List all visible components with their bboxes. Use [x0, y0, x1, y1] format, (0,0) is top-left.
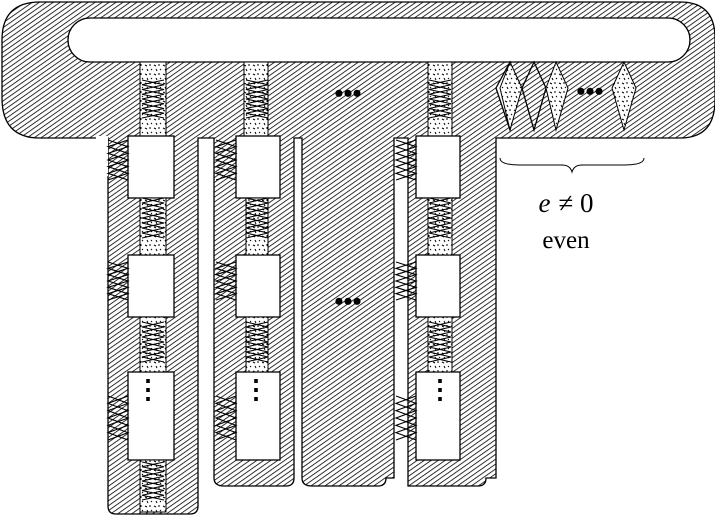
zigzag-col2-a [245, 197, 269, 239]
column-2 [235, 61, 281, 461]
ellipsis-col-3: ⋮ [427, 375, 453, 404]
ellipsis-col-2: ⋮ [243, 375, 269, 404]
zigzag-col2-top [245, 79, 269, 119]
zigzag-col3-top [428, 79, 452, 119]
zigzag-col2-left-a [214, 139, 238, 181]
zigzag-col1-a [141, 197, 165, 239]
zigzag-col1-left-c [106, 395, 130, 441]
zigzag-col1-top [141, 79, 165, 119]
zigzag-col1-top [141, 79, 165, 119]
brace [499, 157, 645, 174]
zigzag-col3-b [428, 321, 452, 363]
brace-label-even: even [542, 227, 590, 254]
zigzag-col1-left-b [106, 261, 130, 301]
zigzag-col1-b [141, 321, 165, 363]
ellipsis-top-middle: ••• [334, 79, 361, 108]
zigzag-col1-left-b [106, 261, 130, 301]
zigzag-col2-left-b [214, 261, 238, 301]
ellipsis-teeth: ••• [576, 77, 603, 106]
zigzag-col2-left-b [214, 261, 238, 301]
zigzag-col1-c [141, 461, 165, 501]
ellipsis-middle: ••• [334, 287, 361, 316]
top-slot [67, 17, 691, 63]
zigzag-col1-b [141, 321, 165, 363]
zigzag-col3-top [428, 79, 452, 119]
zigzag-col3-left-c [394, 395, 418, 441]
zigzag-col2-left-a [214, 139, 238, 181]
zigzag-col3-a [428, 197, 452, 239]
zigzag-col1-a [141, 197, 165, 239]
column-1 [96, 61, 175, 513]
zigzag-rungs [106, 79, 452, 501]
zigzag-col1-c [141, 461, 165, 501]
zigzag-col3-left-c [394, 395, 418, 441]
zigzag-col3-left-a [394, 139, 418, 181]
zigzag-col2-left-c [214, 395, 238, 441]
zigzag-col2-a [245, 197, 269, 239]
zigzag-col3-left-a [394, 139, 418, 181]
ellipsis-col-1: ⋮ [135, 375, 161, 404]
zigzag-col3-left-b [394, 261, 418, 301]
zigzag-col2-left-c [214, 395, 238, 441]
zigzag-col1-left-a [106, 139, 130, 181]
zigzag-col2-b [245, 321, 269, 363]
zigzag-col2-b [245, 321, 269, 363]
zigzag-col1-left-a [106, 139, 130, 181]
zigzag-col3-b [428, 321, 452, 363]
zigzag-col3-left-b [394, 261, 418, 301]
zigzag-col1-left-c [106, 395, 130, 441]
zigzag-col3-a [428, 197, 452, 239]
diamond-teeth [495, 60, 637, 133]
brace-label: e ≠ 0 [538, 188, 593, 218]
zigzag-col2-top [245, 79, 269, 119]
